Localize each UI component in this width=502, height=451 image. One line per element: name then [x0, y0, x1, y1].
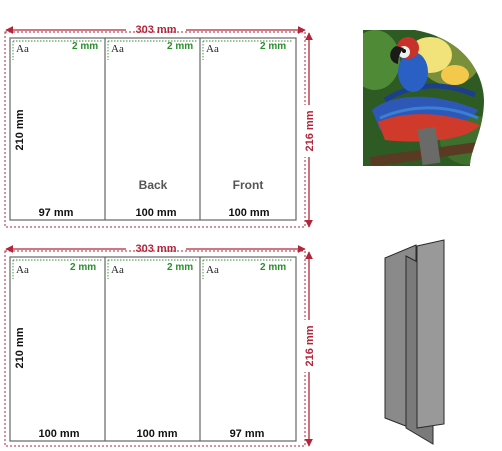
top-trim-height-label: 210 mm [14, 109, 26, 150]
top-width-label: 303 mm [136, 24, 177, 36]
bottom-panel-width-2: 100 mm [137, 428, 178, 440]
top-trim-rectangle [9, 37, 297, 221]
top-panel-label-back: Back [139, 178, 168, 192]
bottom-bleed-label-2: 2 mm [167, 262, 193, 273]
top-panel-label-front: Front [233, 178, 264, 192]
bottom-width-label: 303 mm [136, 243, 177, 255]
top-type-marker-3: Aa [206, 43, 219, 55]
bottom-panel-width-3: 97 mm [230, 428, 265, 440]
bottom-height-label: 216 mm [304, 325, 316, 366]
bottom-type-marker-3: Aa [206, 264, 219, 276]
bottom-trim-height-label: 210 mm [14, 327, 26, 368]
top-bleed-label-2: 2 mm [167, 41, 193, 52]
bottom-type-marker-2: Aa [111, 264, 124, 276]
bottom-layout: 303 mm 2 mm Aa 2 mm Aa 2 mm Aa 210 mm 10… [4, 242, 316, 447]
bottom-panel-width-1: 100 mm [39, 428, 80, 440]
top-bleed-label-3: 2 mm [260, 41, 286, 52]
top-type-marker-1: Aa [16, 43, 29, 55]
top-layout: 303 mm 2 mm Aa 2 mm Aa 2 mm Aa 210 mm Ba… [4, 23, 316, 228]
bottom-type-marker-1: Aa [16, 264, 29, 276]
top-panel-width-2: 100 mm [136, 207, 177, 219]
top-type-marker-2: Aa [111, 43, 124, 55]
folded-brochure-icon [384, 239, 445, 445]
macaw-photo [363, 30, 484, 166]
top-height-label: 216 mm [304, 110, 316, 151]
bottom-bleed-label-1: 2 mm [70, 262, 96, 273]
bottom-bleed-label-3: 2 mm [260, 262, 286, 273]
top-panel-width-1: 97 mm [39, 207, 74, 219]
top-bleed-label-1: 2 mm [72, 41, 98, 52]
top-panel-width-3: 100 mm [229, 207, 270, 219]
bottom-trim-rectangle [9, 256, 297, 442]
